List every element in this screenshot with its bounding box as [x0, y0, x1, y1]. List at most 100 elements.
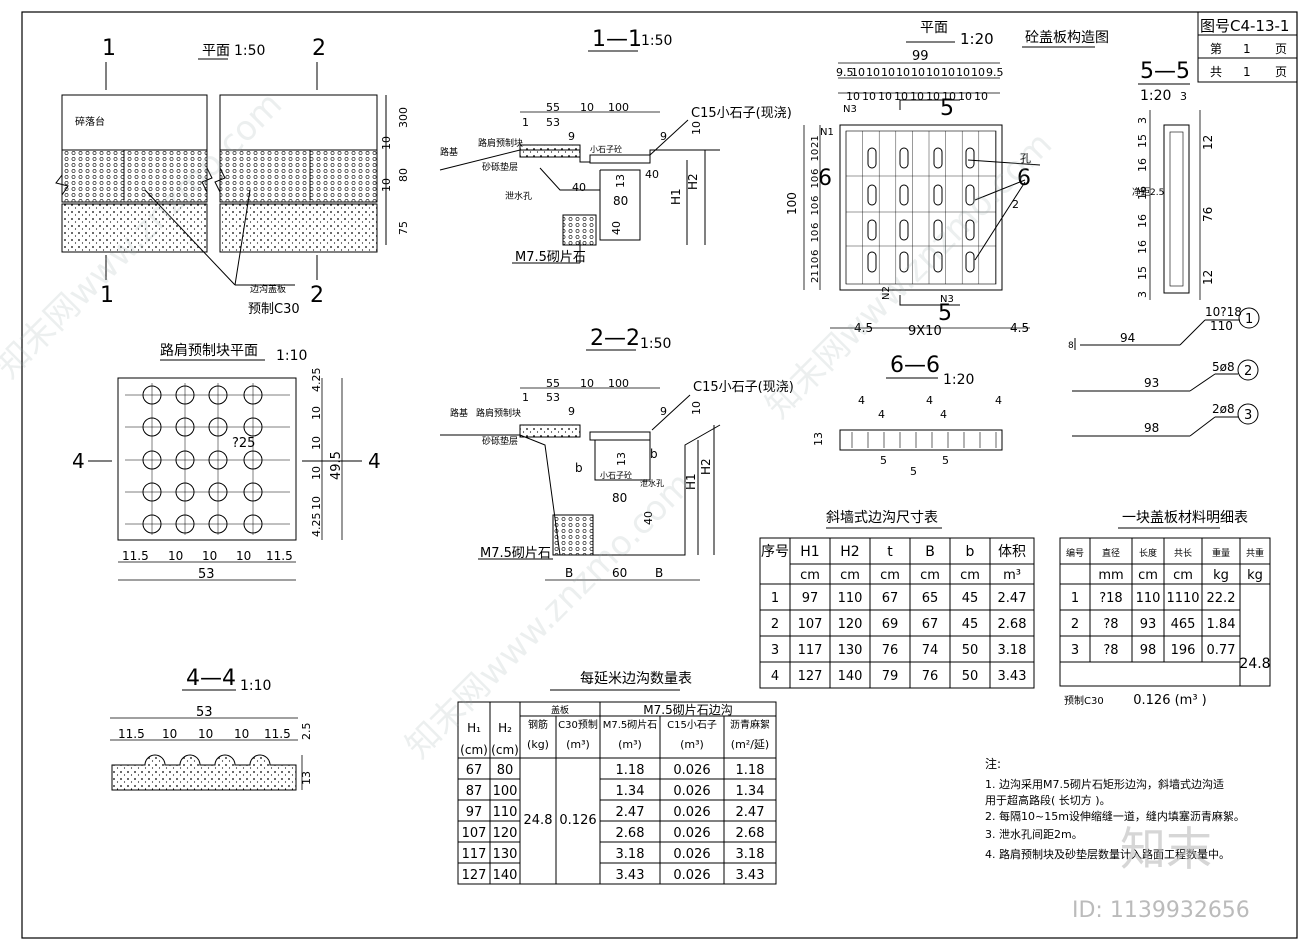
rebar-2-no: 2 [1244, 364, 1252, 379]
dim-text: 1 [522, 116, 529, 129]
table-cell: mm [1098, 568, 1123, 583]
cell-c15: 0.026 [673, 763, 710, 778]
dim-text: 4 [926, 394, 933, 407]
hdr-subunit: (m²/延) [731, 738, 769, 751]
section-4-4-scale: 1:10 [240, 678, 271, 694]
dim-text: 13 [300, 771, 313, 785]
dim-text: 16 [1136, 186, 1149, 200]
table-cell: t [887, 544, 893, 560]
section-2-2-scale: 1:50 [640, 336, 671, 352]
table-cell: 1 [1071, 591, 1079, 606]
dim-text: 75 [397, 221, 410, 235]
dim-text: 10 [810, 176, 821, 189]
hdr-subunit: (m³) [566, 738, 590, 751]
table-cell: cm [840, 568, 860, 583]
table-cell: 体积 [998, 544, 1026, 560]
table-cell: 140 [838, 669, 863, 684]
section-6-6: 6—6 1:20 4 4 4 4 4 5 5 5 13 [812, 353, 1003, 478]
dim-text: B [565, 566, 573, 580]
dim-text: 15 [1136, 266, 1149, 280]
table-cell: 67 [922, 617, 939, 632]
hdr-sub: M7.5砌片石 [603, 718, 658, 731]
dim-text: 1 [522, 391, 529, 404]
dim-text: 12 [1201, 135, 1215, 150]
dim-text: 9 [660, 130, 667, 143]
label-road: 路基 [440, 146, 458, 158]
table-cell: 110 [1136, 591, 1161, 606]
dim-text: b [650, 447, 658, 461]
slot-icon [965, 219, 975, 241]
section-5-5-small: 3 [1180, 90, 1187, 103]
rebar-2-dim: 93 [1144, 376, 1159, 390]
dim-text: 53 [196, 705, 213, 720]
label-c15-2: C15小石子(现浇) [693, 380, 794, 395]
section-5-5-title: 5—5 [1140, 59, 1190, 84]
dim-text: 40 [610, 221, 623, 235]
plan-cut2: 2 [312, 36, 326, 61]
sheet-unit: 页 [1275, 42, 1287, 56]
plan-cut1: 1 [102, 36, 116, 61]
drawing-number: 图号C4-13-1 [1200, 17, 1289, 35]
table-cell: 127 [798, 669, 823, 684]
table-qty-title: 每延米边沟数量表 [580, 671, 692, 687]
table-cell: 共长 [1174, 547, 1192, 559]
label-h2: H2 [686, 173, 700, 190]
dim-text: 13 [615, 452, 628, 466]
cell-asphalt: 1.34 [736, 784, 765, 799]
hdr-sub: 沥青麻絮 [730, 718, 770, 731]
dim-text: 10 [380, 178, 393, 192]
dim-text: 10 [896, 66, 910, 79]
cell-asphalt: 2.47 [736, 805, 765, 820]
note-2: 2. 每隔10~15m设伸缩缝一道，缝内填塞沥青麻絮。 [985, 809, 1245, 823]
cell-asphalt: 2.68 [736, 826, 765, 841]
dim-text: 100 [608, 377, 629, 390]
slab-outline [839, 124, 1003, 291]
section-5-5-scale: 1:20 [1140, 88, 1171, 104]
table-cell: 196 [1171, 643, 1196, 658]
slab-section [1163, 124, 1190, 294]
dim-text: 80 [612, 491, 627, 505]
slot-icon [867, 219, 877, 241]
section-2-2-title: 2—2 [590, 326, 640, 351]
dim-text: 80 [397, 168, 410, 182]
table-cell: 22.2 [1207, 591, 1236, 606]
cell-h2: 100 [493, 784, 518, 799]
table-cell: 465 [1171, 617, 1196, 632]
dim-text: 11.5 [118, 727, 145, 741]
dim-text: 10 [846, 90, 860, 103]
table-cell: cm [920, 568, 940, 583]
cell-m75: 3.43 [616, 868, 645, 883]
label-road-2: 路基 [450, 407, 468, 419]
rebar-2-label: 5ø8 [1212, 360, 1235, 374]
rebar-1-no: 1 [1245, 312, 1253, 327]
dim-text: 53 [546, 391, 560, 404]
section-1-1-scale: 1:50 [641, 33, 672, 49]
table-cell: kg [1247, 568, 1263, 583]
slot-icon [867, 184, 877, 206]
dim-text: 4.25 [310, 513, 323, 538]
label-curb-2: 路肩预制块 [476, 407, 521, 419]
table-cell: 共重 [1246, 547, 1264, 559]
section-1-1-title: 1—1 [592, 27, 642, 52]
dim-text: 40 [645, 168, 659, 181]
cell-c15: 0.026 [673, 847, 710, 862]
table-ditch-title: 斜墙式边沟尺寸表 [826, 510, 938, 526]
cell-h1: 127 [462, 868, 487, 883]
table-cell: 110 [838, 591, 863, 606]
table-cell: cm [800, 568, 820, 583]
dim-text: 9.5 [836, 66, 854, 79]
rebar-3-label: 2ø8 [1212, 402, 1235, 416]
cell-asphalt: 3.18 [736, 847, 765, 862]
label-n3-top: N3 [843, 104, 857, 115]
hdr-subunit: (m³) [618, 738, 642, 751]
dim-text: 9 [660, 405, 667, 418]
table-cell: 1110 [1166, 591, 1199, 606]
note-4: 4. 路肩预制块及砂垫层数量计入路面工程数量中。 [985, 847, 1230, 861]
table-cell: 序号 [761, 544, 789, 560]
curb-section-shape [111, 754, 297, 791]
table-cell: 97 [802, 591, 819, 606]
